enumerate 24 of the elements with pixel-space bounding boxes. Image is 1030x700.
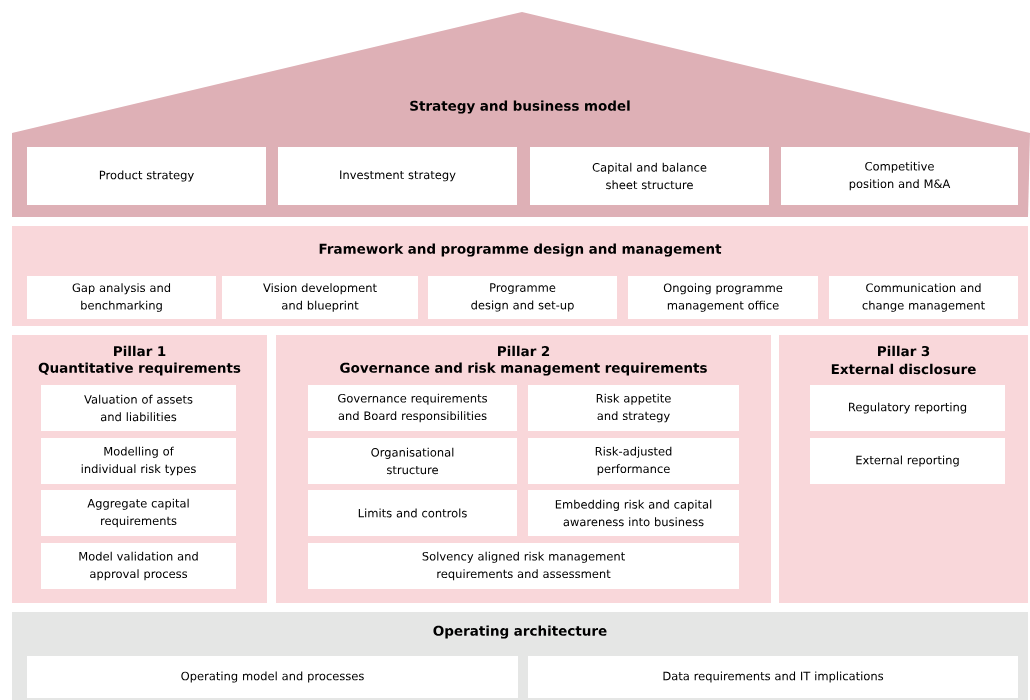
category-box: Programme design and set-up xyxy=(428,276,617,319)
category-box: Regulatory reporting xyxy=(810,385,1005,431)
category-box: Limits and controls xyxy=(308,490,517,536)
category-box: Gap analysis and benchmarking xyxy=(27,276,216,319)
category-box: Aggregate capital requirements xyxy=(41,490,236,536)
category-box: Product strategy xyxy=(27,147,266,205)
category-box: Data requirements and IT implications xyxy=(528,656,1018,698)
category-box: Communication and change management xyxy=(829,276,1018,319)
category-box: Competitive position and M&A xyxy=(781,147,1018,205)
category-box: Risk appetite and strategy xyxy=(528,385,739,431)
category-box: Organisational structure xyxy=(308,438,517,484)
category-box: Risk-adjusted performance xyxy=(528,438,739,484)
category-box: Operating model and processes xyxy=(27,656,518,698)
category-box: Model validation and approval process xyxy=(41,543,236,589)
category-box: External reporting xyxy=(810,438,1005,484)
category-box: Investment strategy xyxy=(278,147,517,205)
category-box: Governance requirements and Board responsibilities xyxy=(308,385,517,431)
category-box: Vision development and blueprint xyxy=(222,276,418,319)
category-box: Ongoing programme management office xyxy=(628,276,818,319)
category-box: Solvency aligned risk management requirements and assessment xyxy=(308,543,739,589)
category-box: Capital and balance sheet structure xyxy=(530,147,769,205)
category-box: Embedding risk and capital awareness into business xyxy=(528,490,739,536)
category-box: Valuation of assets and liabilities xyxy=(41,385,236,431)
category-box: Modelling of individual risk types xyxy=(41,438,236,484)
